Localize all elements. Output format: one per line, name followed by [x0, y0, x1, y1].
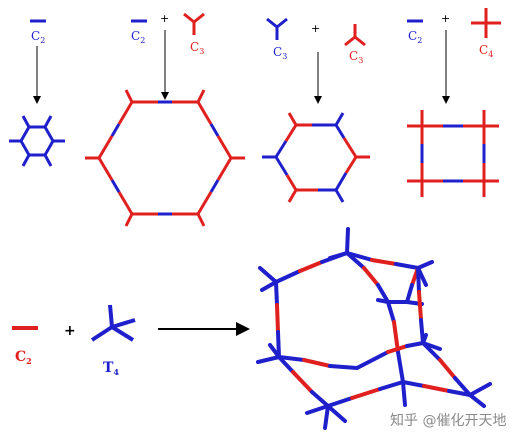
c2-label: C2 [131, 29, 145, 45]
panel-c2-c4-square: C2 + C4 [407, 8, 501, 197]
plus-sign: + [311, 22, 320, 35]
panel-c2-c3-hexagon: C2 + C3 [85, 12, 245, 227]
arrow-3-head [314, 96, 322, 104]
c4-label: C4 [479, 43, 493, 59]
arrow-5-head [236, 322, 250, 336]
plus-sign: + [441, 12, 450, 25]
arrow-2-head [161, 92, 169, 100]
c3-label-red: C3 [349, 49, 363, 65]
arrow-1-head [33, 96, 41, 104]
panel-c3-c3-hexagon: C3 + C3 [262, 17, 370, 203]
c3-label-blue: C3 [273, 45, 287, 61]
c3-unit-red [183, 12, 205, 35]
mixed-hexagon [262, 112, 370, 203]
red-blue-square [407, 110, 499, 197]
panel-c2-t4-cage: C2 + T4 [12, 227, 492, 430]
large-red-blue-hexagon [85, 89, 245, 227]
c3-label: C3 [190, 40, 204, 56]
plus-sign: + [160, 12, 169, 25]
small-blue-hexagon [9, 115, 65, 167]
c2-label: C2 [408, 29, 422, 45]
c3-unit-blue [266, 17, 288, 40]
watermark: 知乎 @催化开天地 [390, 412, 506, 429]
plus-sign: + [64, 323, 76, 339]
c2-label: C2 [15, 349, 32, 366]
t4-label: T4 [103, 360, 119, 377]
tetrahedral-cage [256, 227, 492, 430]
panel-c2-hexagon: C2 [9, 19, 65, 167]
c4-unit-red [471, 8, 501, 38]
arrow-4-head [442, 96, 450, 104]
c3-unit-red [344, 24, 366, 47]
t4-unit-blue [90, 304, 136, 342]
c2-label: C2 [31, 29, 45, 45]
watermark-text: 知乎 @催化开天地 [390, 412, 506, 429]
